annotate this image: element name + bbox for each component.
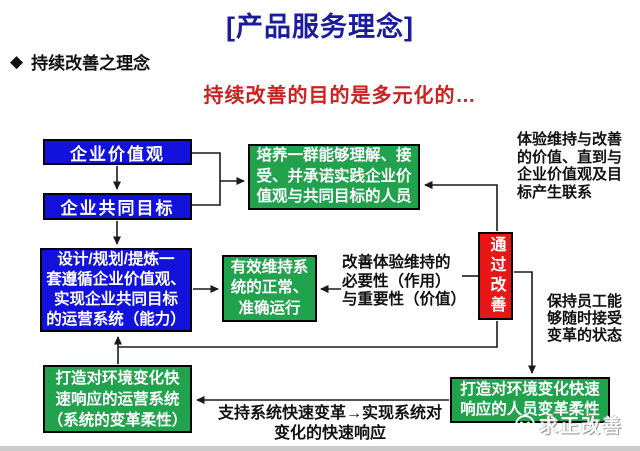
section-heading: ◆ 持续改善之理念 [10,49,150,74]
smiley-icon [515,414,535,435]
subtitle: 持续改善的目的是多元化的… [203,85,477,107]
watermark: 求正改善 [513,411,623,438]
page-title: [产品服务理念] [226,12,414,42]
note-keep-staff-ready: 保持员工能 够随时接受 变革的状态 [547,293,623,344]
box-through-improvement: 通过改善 [478,232,513,320]
box-design-operating-system: 设计/规划/提炼一 套遵循企业价值观、 实现企业共同目标 的运营系统（能力） [40,248,192,332]
box-corporate-values: 企业价值观 [43,139,192,165]
section-heading-label: 持续改善之理念 [31,54,151,73]
note-improvement-necessity: 改善体验维持的 必要性（作用） 与重要性（价值） [342,254,467,308]
note-experience-value: 体验维持与改善 的价值、直到与 企业价值观及目 标产生联系 [517,131,623,201]
box-common-goals: 企业共同目标 [43,193,192,220]
box-operations-change-flexibility: 打造对环境变化快 速响应的运营系统 （系统的变革柔性） [43,365,192,433]
box-cultivate-people: 培养一群能够理解、接 受、并承诺实践企业价 值观与共同目标的人员 [248,144,420,210]
box-maintain-system: 有效维持系 统的正常、 准确运行 [222,255,317,322]
box-people-change-flexibility: 打造对环境变化快速 响应的人员变革柔性 [450,377,610,423]
bottom-border-bar [0,446,640,451]
diamond-bullet-icon: ◆ [10,51,24,71]
watermark-text: 求正改善 [539,416,624,437]
note-support-fast-change: 支持系统快速变革→实现系统对 变化的快速响应 [217,405,442,442]
